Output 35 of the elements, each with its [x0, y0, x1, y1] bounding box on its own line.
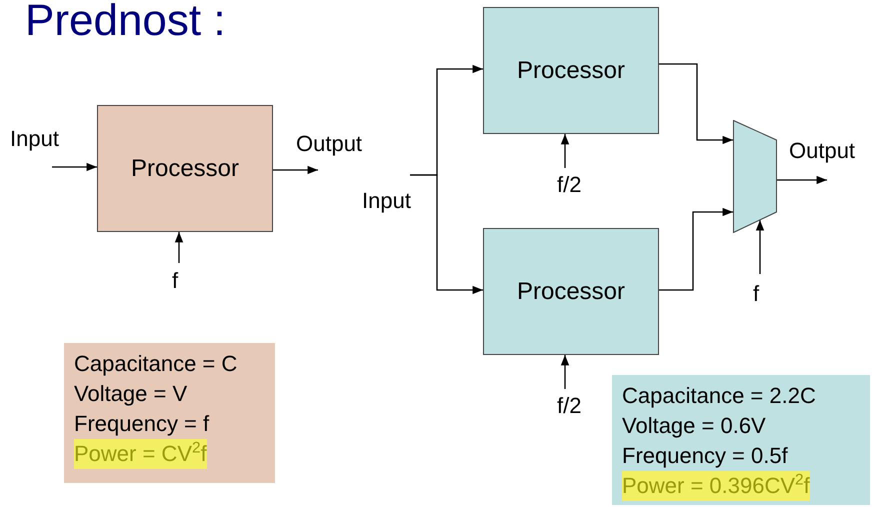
arrow: [560, 355, 570, 389]
parameter-line: Frequency = f: [74, 410, 210, 438]
signal-label: f/2: [557, 389, 593, 419]
signal-label: f: [753, 274, 767, 304]
signal-label: Output: [296, 133, 378, 170]
signal-label: Output: [789, 140, 871, 180]
parameter-line: Capacitance = C: [74, 350, 238, 378]
arrow: [659, 63, 733, 144]
processor-box: [483, 7, 659, 134]
slide-title: Prednost :: [25, 0, 226, 46]
arrow: [560, 134, 570, 168]
arrow: [410, 174, 483, 294]
processor-label: Processor: [516, 56, 626, 84]
arrow: [659, 208, 733, 291]
signal-label: Input: [10, 128, 72, 167]
signal-label: Input: [362, 175, 424, 215]
parameter-panel: [64, 343, 275, 483]
signal-label: f/2: [557, 168, 593, 198]
parameter-line: Voltage = V: [74, 380, 188, 408]
arrow: [756, 220, 764, 274]
arrow: [52, 162, 97, 172]
arrow: [777, 176, 827, 184]
processor-box: [483, 228, 659, 355]
signal-label: f: [172, 263, 186, 294]
parameter-line: Frequency = 0.5f: [622, 442, 788, 470]
parameter-panel: [612, 375, 870, 505]
highlighted-formula: Power = CV$^{2}$f: [74, 439, 207, 469]
highlighted-formula: Power = 0.396CV$^{2}$f: [622, 471, 810, 501]
parameter-line: Voltage = 0.6V: [622, 412, 766, 440]
arrow: [273, 166, 318, 174]
processor-label: Processor: [130, 154, 240, 182]
processor-box: [97, 105, 273, 232]
processor-label: Processor: [516, 278, 626, 306]
parameter-line: Capacitance = 2.2C: [622, 382, 816, 410]
arrow: [174, 232, 184, 263]
